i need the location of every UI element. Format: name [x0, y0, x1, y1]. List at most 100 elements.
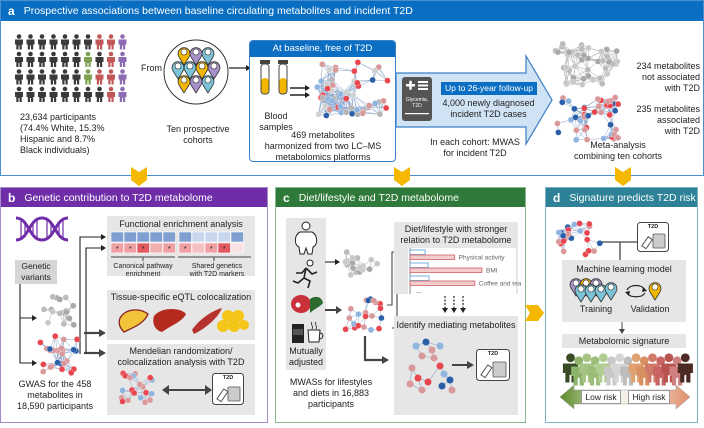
c-arrows-connectors [325, 249, 407, 364]
metabolite-node [371, 67, 379, 74]
d-t-connector [602, 241, 638, 260]
participant-person-icon [107, 34, 115, 50]
panel-b-title: Genetic contribution to T2D metabolome [24, 191, 213, 204]
heatmap-cell [230, 231, 244, 243]
metabolite-node [60, 320, 67, 328]
participant-person-icon [95, 34, 104, 50]
meta-analysis-text: Meta-analysis combining ten cohorts [563, 140, 673, 162]
heatmap-cell [204, 242, 218, 254]
metabolites-line: metabolomics platforms [275, 152, 371, 162]
participant-person-icon [107, 86, 115, 102]
participant-person-icon [49, 86, 58, 102]
metabolite-node [58, 345, 65, 352]
metabolite-network-icon [314, 59, 391, 119]
canonical-line: enrichment [125, 271, 161, 278]
participant-person-icon [38, 69, 46, 85]
blood-label-line: samples [259, 122, 293, 132]
mutually-adjusted-line: Mutually [289, 346, 323, 356]
low-risk-label: Low risk [581, 390, 621, 404]
metabolite-node [583, 229, 591, 236]
metabolite-node [581, 126, 589, 133]
metabolite-node [47, 363, 54, 371]
metabolite-node [589, 76, 597, 83]
metabolite-node [408, 364, 416, 372]
mwas-lifestyle-text: MWASs for lifestyles and diets in 16,883… [281, 377, 381, 410]
metabolite-node [555, 129, 562, 136]
metabolite-node [148, 390, 155, 397]
not-assoc-line: with T2D [664, 83, 700, 93]
heatmap-cell [162, 231, 176, 243]
bar-label: BMI [486, 268, 498, 275]
metabolite-node [604, 70, 611, 77]
gwas-text: GWAS for the 458 metabolites in 18,590 p… [15, 379, 95, 412]
metabolite-node [119, 387, 126, 394]
participant-person-icon [118, 69, 127, 85]
double-arrow-icon [290, 85, 310, 98]
participants-line: Black individuals) [20, 145, 90, 155]
heatmap-cell [123, 242, 137, 254]
metabolite-node [68, 369, 75, 376]
mwas-line: for incident T2D [443, 148, 507, 158]
metabolite-node [406, 380, 414, 388]
bar-ellipsis: ... [416, 288, 422, 295]
metabolite-node [572, 114, 579, 121]
eqtl-title: Tissue-specific eQTL colocalization [110, 292, 252, 302]
baseline-box-title: At baseline, free of T2D [250, 41, 395, 57]
metabolite-node [353, 106, 361, 113]
metabolite-node [565, 49, 573, 56]
metabolite-node [362, 313, 369, 320]
metabolite-node [578, 45, 585, 52]
metabolite-node [376, 110, 384, 118]
cases-line: 4,000 newly diagnosed [442, 98, 535, 108]
metabolite-node [559, 40, 566, 48]
metabolite-node [436, 362, 444, 370]
shared-line: Shared genetics [191, 263, 243, 270]
metabolite-node [354, 79, 361, 86]
participant-person-icon [15, 51, 23, 67]
metabolite-node [321, 102, 329, 110]
associated-network-icon [554, 94, 622, 143]
meta-line: combining ten cohorts [573, 151, 663, 161]
participant-person-icon [38, 34, 46, 50]
metabolite-node [554, 49, 562, 56]
metabolite-node [606, 111, 613, 119]
significance-star: * [116, 246, 119, 253]
metabolite-node [584, 236, 591, 243]
heatmap-cell [178, 231, 192, 243]
risk-people-icon [562, 353, 693, 386]
metabolite-node [323, 112, 330, 119]
mwas-lifestyle-line: participants [307, 399, 355, 409]
metabolite-node [448, 386, 456, 394]
metabolite-node [428, 346, 436, 354]
metabolite-node [347, 305, 354, 312]
cohort-pin-icon [201, 75, 215, 94]
canonical-label: Canonical pathway enrichment [107, 263, 179, 279]
mwas-lifestyle-line: and diets in 16,883 [292, 388, 370, 398]
metabolite-node [563, 79, 570, 86]
metabolite-node [351, 67, 358, 75]
participant-person-icon [15, 34, 23, 50]
participant-person-icon [72, 34, 81, 50]
participant-person-icon [61, 86, 69, 102]
d-network-icon [555, 220, 603, 258]
metabolite-node [60, 336, 67, 343]
cohort-pin-icon [195, 61, 209, 80]
c-t2d-device-icon [476, 349, 510, 381]
metabolite-node [70, 346, 77, 353]
metabolite-node [54, 359, 61, 366]
metabolite-node [66, 315, 73, 322]
shared-line: with T2D markers [189, 271, 245, 278]
c-assoc-network-icon [342, 296, 385, 333]
enrichment-heatmap: ******* [110, 231, 251, 261]
significance-star: * [168, 246, 171, 253]
heatmap-cell [110, 242, 124, 254]
metabolite-node [355, 322, 362, 329]
heatmap-cell [191, 231, 205, 243]
from-label: From [141, 63, 162, 73]
training-pin-icon [604, 282, 618, 301]
t2d-device-icon [212, 373, 244, 405]
not-assoc-line: not associated [641, 72, 700, 82]
metabolite-node [581, 105, 588, 112]
participant-person-icon [95, 86, 104, 102]
